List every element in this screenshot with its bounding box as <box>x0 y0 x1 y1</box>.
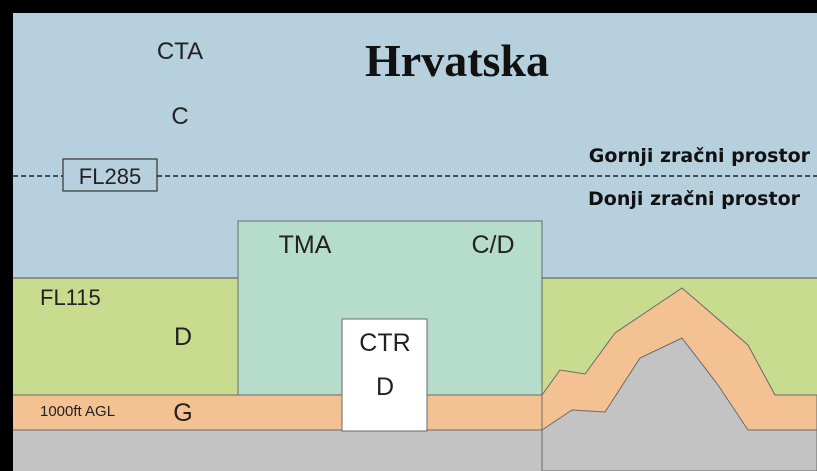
tma-class-label: C/D <box>471 231 514 259</box>
page-title: Hrvatska <box>365 35 549 86</box>
lower-airspace-label: Donji zračni prostor <box>588 188 801 210</box>
fl285-label-box <box>62 158 158 192</box>
class-d-label: D <box>174 323 192 351</box>
fl285-label: FL285 <box>79 164 141 189</box>
cta-label: CTA <box>157 38 203 65</box>
mountain <box>541 337 817 471</box>
ctr-label: CTR <box>359 329 410 357</box>
tma-label: TMA <box>279 231 332 259</box>
ctr-class-label: D <box>376 373 394 401</box>
fl115-label: FL115 <box>40 285 101 310</box>
agl-label: 1000ft AGL <box>40 403 115 420</box>
class-g-label: G <box>173 399 192 427</box>
cta-class-label: C <box>171 103 188 130</box>
ctr-box <box>341 318 428 432</box>
upper-airspace-label: Gornji zračni prostor <box>589 145 811 167</box>
